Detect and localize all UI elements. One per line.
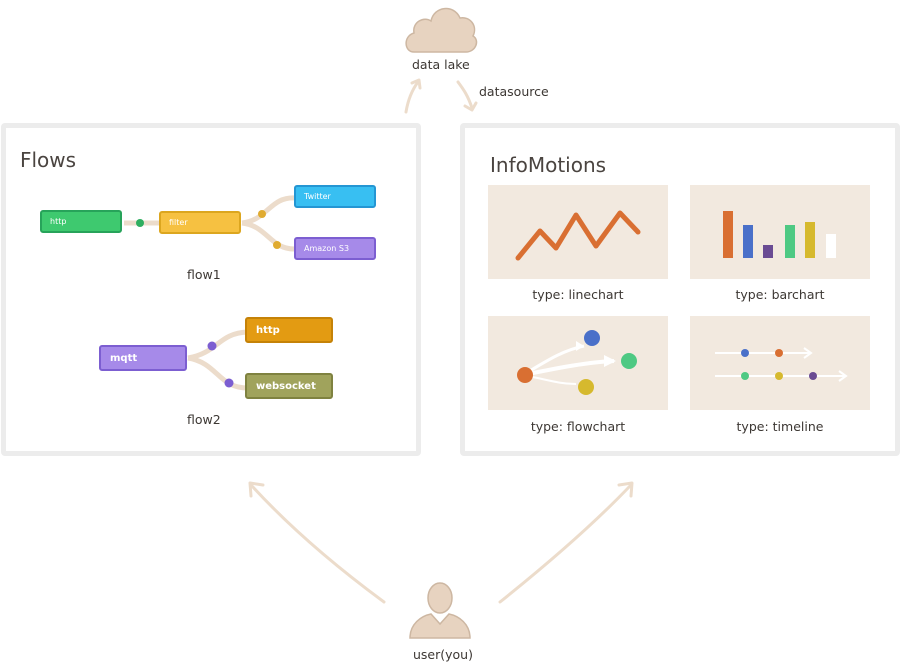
data-lake-label: data lake: [412, 57, 470, 72]
flow1-caption: flow1: [187, 267, 221, 282]
flow2-mqtt-node[interactable]: mqtt: [99, 345, 187, 371]
flow2-caption: flow2: [187, 412, 221, 427]
timeline-icon: [715, 347, 848, 382]
flowchart-label: type: flowchart: [530, 419, 626, 434]
flows-title: Flows: [20, 148, 77, 172]
user-icon: [407, 578, 473, 640]
upload-arrow: [404, 78, 422, 114]
flows-panel: Flows http filter Twitter Amazon S3 flow…: [1, 123, 421, 456]
flow2-websocket-node[interactable]: websocket: [245, 373, 333, 399]
timeline-card[interactable]: [690, 316, 870, 410]
user-label: user(you): [413, 647, 473, 662]
barchart-label: type: barchart: [735, 287, 825, 302]
flow1-filter-node[interactable]: filter: [159, 211, 241, 234]
linechart-card[interactable]: [488, 185, 668, 279]
datasource-arrow: [456, 80, 478, 112]
cloud-icon: [404, 0, 478, 54]
flow1-amazon-s3-node[interactable]: Amazon S3: [294, 237, 376, 260]
user-to-infomotions-arrow: [498, 481, 634, 604]
infomotions-title: InfoMotions: [490, 153, 607, 177]
flow2-http-node[interactable]: http: [245, 317, 333, 343]
barchart-card[interactable]: [690, 185, 870, 279]
linechart-icon: [515, 210, 641, 261]
flow1-twitter-node[interactable]: Twitter: [294, 185, 376, 208]
flow1-http-node[interactable]: http: [40, 210, 122, 233]
linechart-label: type: linechart: [532, 287, 624, 302]
user-to-flows-arrow: [248, 481, 386, 604]
flowchart-icon: [517, 330, 637, 395]
infomotions-panel: InfoMotions type: linechart type: barcha…: [460, 123, 900, 456]
barchart-icon: [723, 211, 836, 258]
flow1-wires: [124, 195, 297, 391]
flowchart-card[interactable]: [488, 316, 668, 410]
timeline-label: type: timeline: [736, 419, 824, 434]
datasource-label: datasource: [479, 84, 549, 99]
